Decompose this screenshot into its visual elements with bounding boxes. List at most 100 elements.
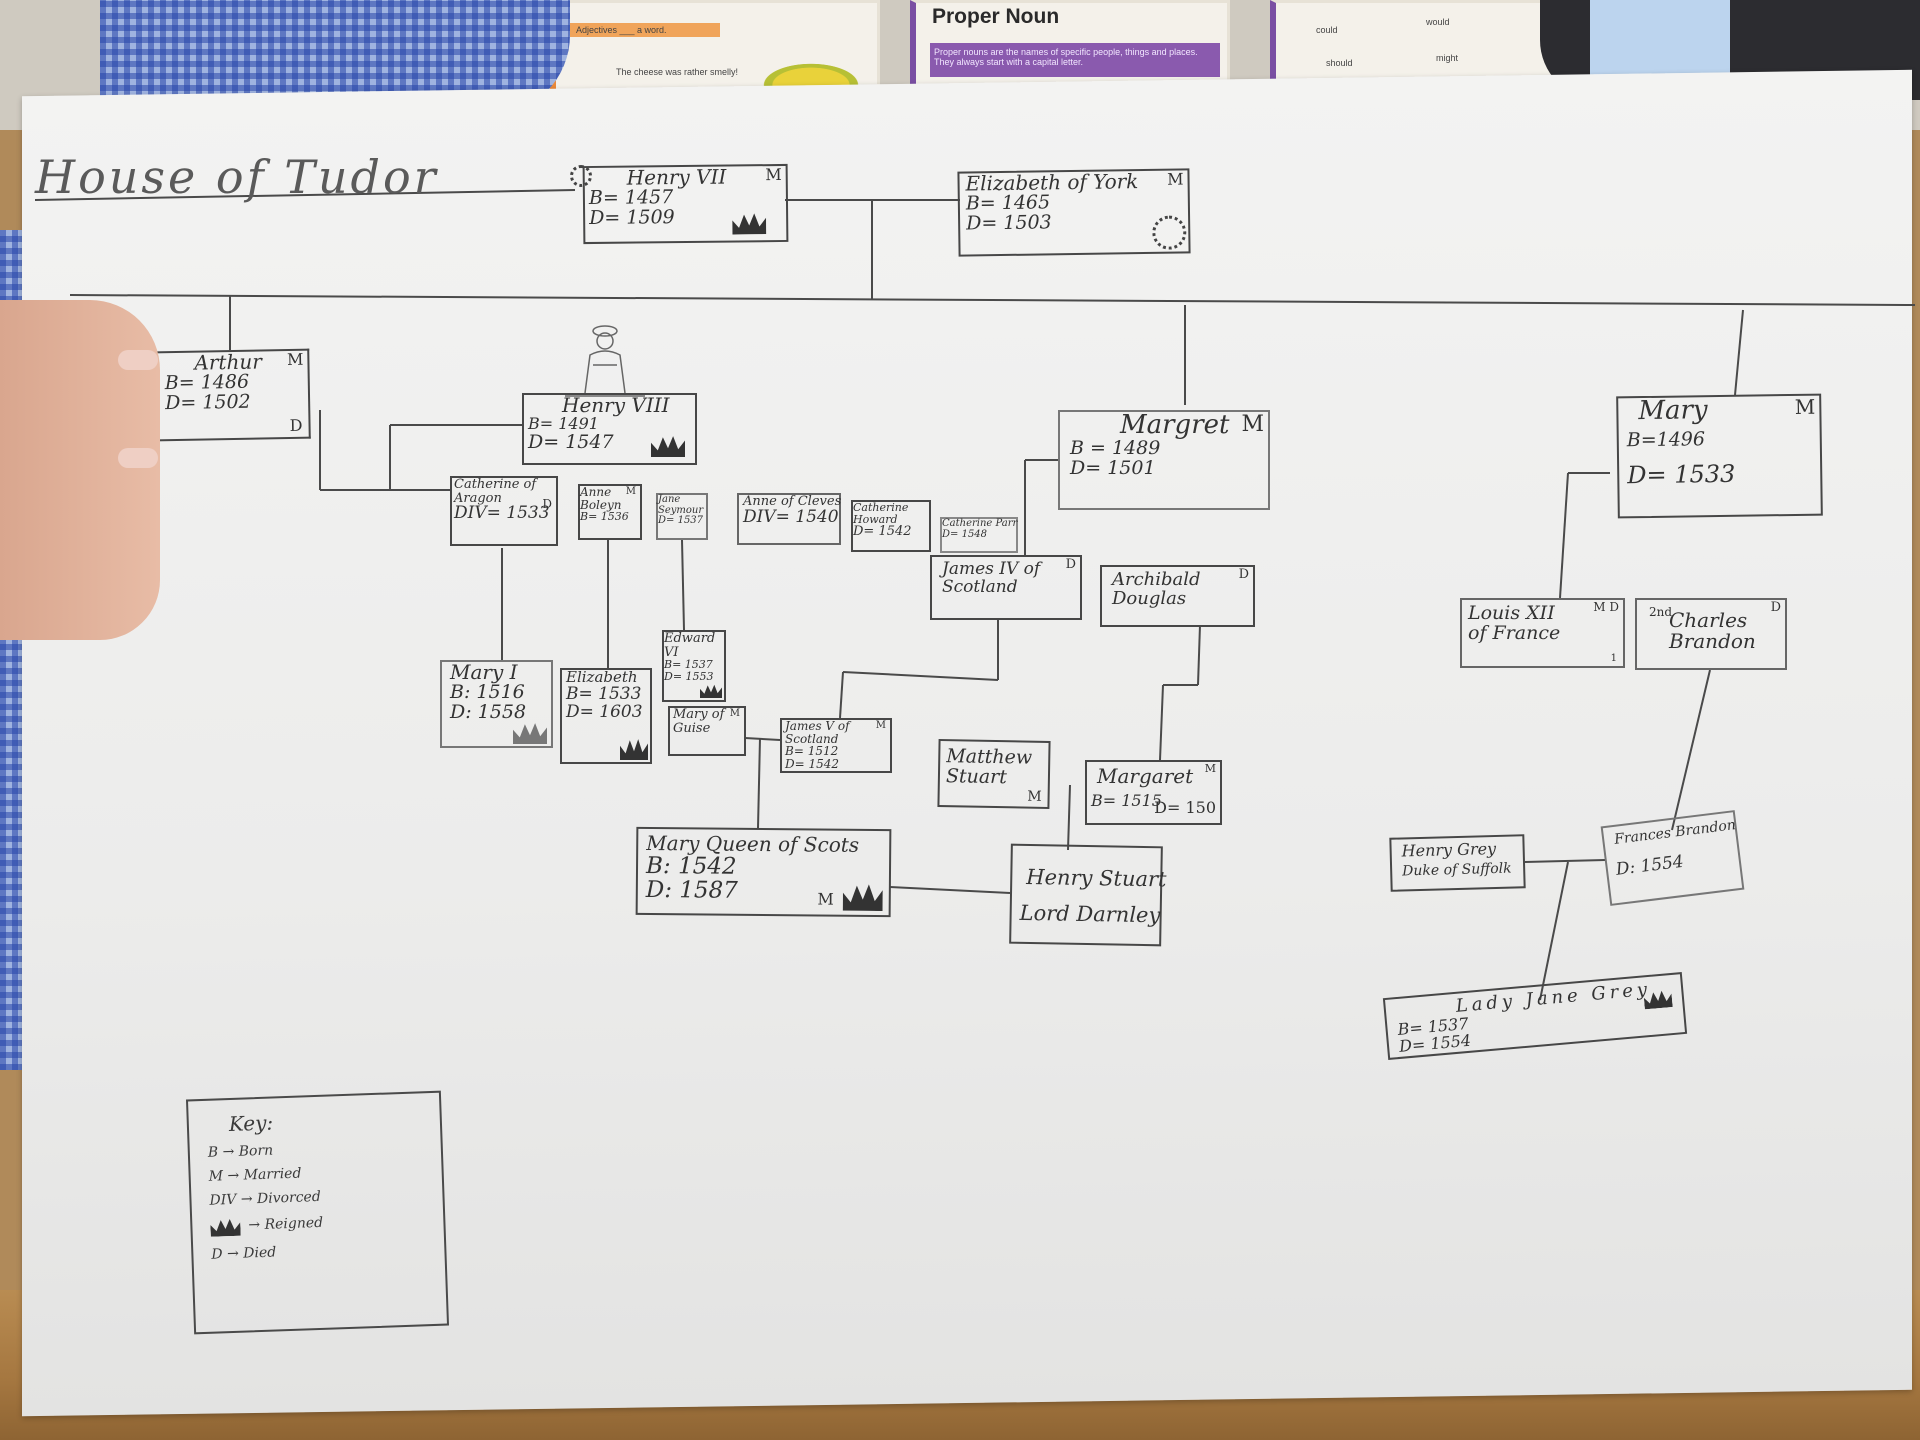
- married-mark: M: [1167, 169, 1184, 189]
- married-mark: M: [817, 889, 834, 909]
- person-henry-grey: Henry Grey Duke of Suffolk: [1389, 834, 1526, 892]
- shirt-collar: [1590, 0, 1730, 80]
- person-henry-stuart: Henry Stuart Lord Darnley: [1009, 843, 1167, 947]
- person-james-iv: James IV of Scotland D: [930, 555, 1082, 620]
- person-name: Margret: [1120, 410, 1230, 440]
- descent-line: [842, 671, 999, 681]
- person-edward-vi: Edward VI B= 1537 D= 1553: [662, 630, 726, 702]
- person-mary-of-guise: Mary of Guise M: [668, 706, 746, 756]
- person-died: D= 1537: [658, 515, 704, 526]
- marriage-line: [889, 886, 1011, 894]
- person-title: Duke of Suffolk: [1401, 860, 1512, 880]
- person-died: D= 1548: [942, 528, 988, 540]
- person-name: Mary: [1638, 395, 1708, 427]
- descent-line: [757, 737, 761, 829]
- died-mark: D: [289, 415, 303, 436]
- person-archibald-douglas: Archibald Douglas D: [1100, 565, 1255, 627]
- married-mark: M: [729, 708, 740, 719]
- marriage-line: [1524, 859, 1606, 863]
- person-title: Lord Darnley: [1019, 900, 1161, 928]
- person-name: Mary I: [450, 660, 518, 684]
- person-name: Charles Brandon: [1669, 608, 1756, 653]
- person-divorced: DIV= 1540: [743, 506, 839, 527]
- died-mark: D: [542, 497, 552, 511]
- married-mark: M: [286, 349, 304, 370]
- person-anne-of-cleves: Anne of Cleves DIV= 1540: [737, 493, 841, 545]
- person-elizabeth-i: Elizabeth B= 1533 D= 1603: [560, 668, 652, 764]
- person-catherine-howard: Catherine Howard D= 1542: [851, 500, 931, 552]
- descent-line: [1159, 684, 1164, 761]
- poster-band: [930, 43, 1220, 77]
- person-name: Matthew Stuart: [945, 745, 1033, 789]
- person-name: Archibald Douglas: [1112, 569, 1201, 609]
- person-name: Henry VII: [626, 164, 727, 190]
- poster-word: would: [1426, 17, 1450, 27]
- descent-line: [839, 671, 844, 719]
- person-born: B = 1489: [1070, 437, 1161, 460]
- key-item: B → Born: [207, 1142, 274, 1161]
- person-name: Louis XII of France: [1468, 602, 1561, 644]
- married-mark: M: [1027, 788, 1042, 806]
- person-charles-brandon: 2nd Charles Brandon D: [1635, 598, 1787, 670]
- title-underline: [34, 189, 576, 201]
- person-died: D= 1502: [164, 390, 251, 415]
- crown-icon: [513, 723, 547, 744]
- person-died: D= 150: [1154, 798, 1216, 818]
- person-name: Henry Stuart: [1026, 864, 1167, 892]
- person-catherine-of-aragon: Catherine of Aragon DIV= 1533 D: [450, 476, 558, 546]
- crown-icon: [700, 684, 722, 698]
- descent-line: [1671, 669, 1711, 831]
- person-name: Edward VI: [664, 631, 716, 660]
- rose-icon: [1152, 215, 1187, 250]
- poster-word: could: [1316, 25, 1338, 35]
- rose-icon: [570, 165, 592, 187]
- marriage-order: 1: [1610, 652, 1617, 664]
- married-mark: M: [1204, 762, 1216, 775]
- person-frances-brandon: Frances Brandon D: 1554: [1600, 810, 1745, 906]
- hand: [0, 300, 160, 640]
- person-jane-seymour: Jane Seymour D= 1537: [656, 493, 708, 540]
- person-name: Mary of Guise: [673, 707, 725, 736]
- key-item: → Reigned: [248, 1214, 324, 1234]
- person-died: D= 1547: [528, 430, 614, 453]
- married-mark: M: [1794, 394, 1816, 419]
- person-died: D: 1587: [645, 877, 738, 904]
- person-name: Margaret: [1097, 764, 1194, 788]
- person-born: B= 1537: [664, 658, 713, 672]
- person-name: Elizabeth: [566, 668, 638, 686]
- key-heading: Key:: [228, 1110, 274, 1137]
- person-born: B= 1536: [580, 510, 629, 524]
- poster-text: Proper nouns are the names of specific p…: [934, 47, 1198, 67]
- person-born: B= 1515: [1091, 791, 1162, 810]
- marriage-order: 2nd: [1649, 605, 1673, 619]
- marriage-line: [744, 737, 781, 741]
- portrait-icon: [584, 325, 626, 394]
- poster-highlight: [570, 23, 720, 37]
- descent-line: [1539, 861, 1569, 1001]
- person-died: D= 1542: [853, 524, 912, 540]
- person-died: D= 1533: [1627, 460, 1736, 490]
- person-divorced: DIV= 1533: [454, 503, 550, 524]
- person-died: D= 1542: [785, 756, 840, 771]
- person-mary-tudor: Mary B=1496 D= 1533 M: [1616, 393, 1823, 519]
- poster-title: Proper Noun: [932, 5, 1060, 28]
- married-mark: M: [765, 164, 782, 185]
- married-mark: M: [875, 720, 886, 731]
- chart-title: House of Tudor: [35, 150, 439, 204]
- died-mark: D: [1065, 557, 1076, 572]
- poster-text: The cheese was rather smelly!: [616, 67, 739, 77]
- children-bar: [69, 294, 1916, 306]
- person-name: Anne of Cleves: [743, 494, 842, 509]
- married-mark: M: [625, 486, 636, 497]
- person-mary-queen-of-scots: Mary Queen of Scots B: 1542 D: 1587 M: [635, 826, 892, 918]
- person-arthur: Arthur B= 1486 D= 1502 M D: [154, 348, 311, 442]
- person-matthew-stuart: Matthew Stuart M: [937, 739, 1051, 809]
- person-name: Anne Boleyn: [580, 485, 622, 512]
- person-name: Catherine Parr: [942, 518, 1018, 529]
- person-name: Catherine of Aragon: [454, 477, 537, 506]
- person-henry-viii: Henry VIII B= 1491 D= 1547: [522, 393, 697, 465]
- person-died: D= 1553: [664, 669, 714, 683]
- married-died-mark: M D: [1593, 600, 1619, 614]
- henry-viii-portrait-sketch: [565, 315, 645, 397]
- person-name: James IV of Scotland: [942, 559, 1041, 597]
